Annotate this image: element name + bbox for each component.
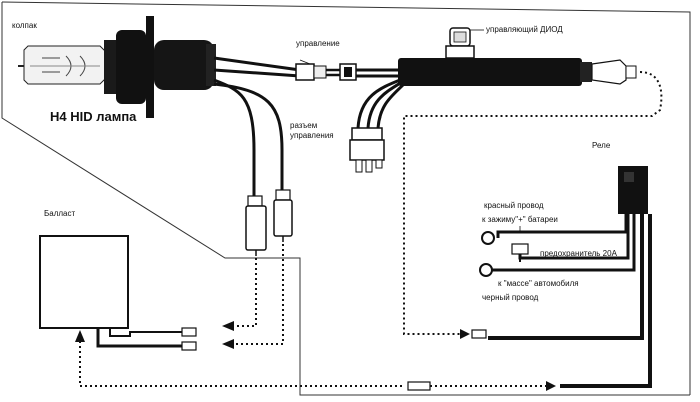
leader-lines — [299, 59, 521, 232]
ballast-connectors — [245, 189, 293, 256]
lamp-wires — [213, 56, 301, 198]
lamp-bulb — [18, 45, 107, 85]
ring-terminals — [479, 231, 495, 277]
label-connectors: разъем — [290, 121, 318, 130]
label-cap: колпак — [12, 21, 37, 30]
label-ballast: Балласт — [44, 209, 76, 218]
bottom-connectors — [407, 329, 487, 391]
label-black-wire: черный провод — [482, 293, 539, 302]
label-relay: Реле — [592, 141, 611, 150]
h4-plug — [349, 127, 385, 173]
background-frame — [1, 1, 691, 396]
arrowheads — [75, 321, 556, 391]
label-fuse: предохранитель 20А — [540, 249, 617, 258]
ballast-box — [39, 235, 197, 351]
label-to-battery: к зажиму"+" батареи — [482, 215, 558, 224]
label-red-wire: красный провод — [484, 201, 544, 210]
label-connectors-2: управления — [290, 131, 334, 140]
label-diode: управляющий ДИОД — [486, 25, 563, 34]
dotted-connections — [79, 71, 663, 387]
control-connector — [295, 63, 400, 81]
label-to-ground: к "массе" автомобиля — [498, 279, 579, 288]
control-module — [398, 58, 637, 86]
label-lamp: H4 HID лампа — [50, 109, 137, 124]
relay — [488, 166, 652, 388]
fuse — [511, 243, 529, 262]
label-control: управление — [296, 39, 340, 48]
plug-wires — [356, 78, 406, 129]
control-diode — [445, 27, 484, 59]
lamp-base — [104, 16, 216, 118]
